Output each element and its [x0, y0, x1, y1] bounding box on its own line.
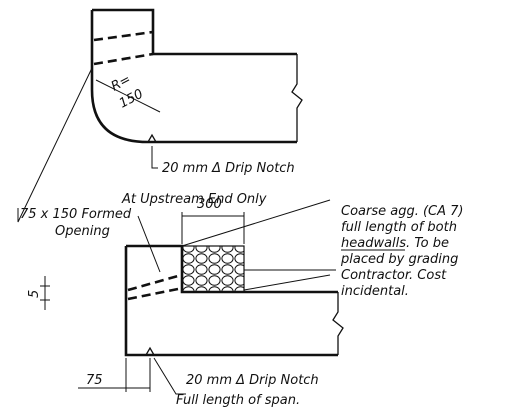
opening-leader-lower: [137, 215, 161, 273]
dim-75-label: 75: [86, 373, 103, 388]
top-drip-notch-label: 20 mm Δ Drip Notch: [162, 161, 295, 176]
opening-label-line2: Opening: [55, 224, 110, 239]
bottom-headwall-outline: [124, 244, 338, 357]
aggregate-note-line-3: headwalls. To be: [341, 236, 449, 251]
top-detail: R= 150 20 mm Δ Drip Notch At Upstream En…: [90, 8, 303, 207]
bottom-hidden-line-1: [127, 274, 179, 292]
aggregate-note-line-6: incidental.: [341, 284, 409, 299]
aggregate-note-line-2: full length of both: [341, 220, 457, 235]
top-drip-notch: [147, 133, 157, 143]
aggregate-note-line-5: Contractor. Cost: [341, 268, 447, 283]
coarse-aggregate-fill: [181, 245, 245, 293]
bottom-drip-notch-label: 20 mm Δ Drip Notch: [186, 373, 319, 388]
aggregate-note-line-4: placed by grading: [340, 252, 458, 267]
top-hidden-line-2: [93, 52, 154, 66]
dim-5-label: 5: [27, 290, 42, 298]
bottom-drip-notch: [145, 346, 155, 356]
dim-300-label: 300: [197, 197, 222, 212]
top-hidden-line-1: [93, 30, 154, 42]
top-caption: At Upstream End Only: [121, 192, 267, 207]
bottom-detail: 300 5 75 20 mm Δ Drip Notch Full length …: [27, 197, 464, 408]
opening-leader-upper: [17, 67, 93, 223]
top-drip-notch-leader: [151, 146, 158, 169]
taper-line-upper: [181, 199, 331, 247]
bottom-hidden-line-2: [127, 287, 179, 301]
radius-leader: [95, 79, 161, 113]
bottom-break-line: [332, 292, 344, 355]
taper-line-lower: [243, 274, 331, 291]
bottom-drip-notch-leader: [153, 357, 186, 395]
opening-callout: 75 x 150 Formed Opening: [17, 67, 161, 273]
opening-label-line1: 75 x 150 Formed: [20, 207, 132, 222]
aggregate-note-line-1: Coarse agg. (CA 7): [341, 204, 464, 219]
span-note-label: Full length of span.: [176, 393, 300, 408]
top-break-line: [291, 54, 303, 142]
